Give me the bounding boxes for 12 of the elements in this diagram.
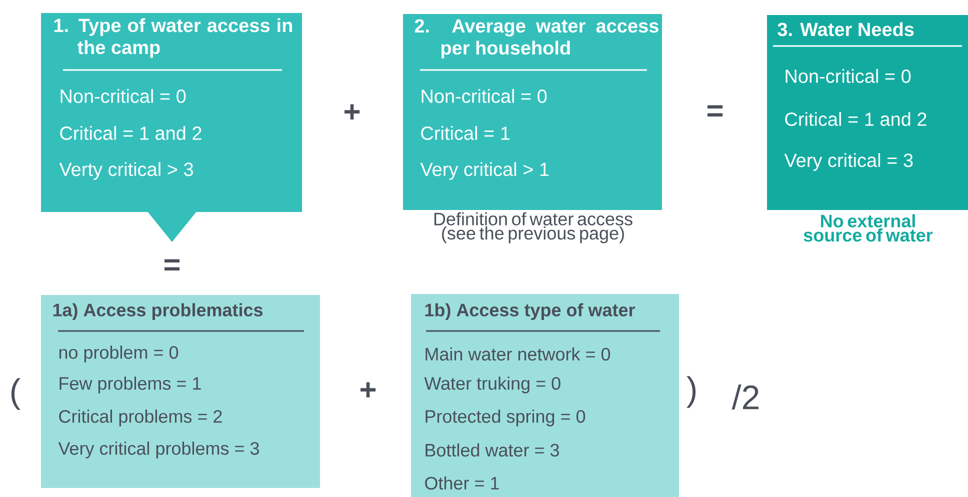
score-box: 1a) Access problematics no problem = 0 Few problems = 1 Critical problems = 2 Very critical problems = 3 <box>41 295 320 488</box>
score-box: 2. Average water access per household Non-critical = 0 Critical = 1 Very critical > 1 <box>403 14 662 210</box>
note-text: No external source of water <box>804 214 933 242</box>
plus-sign: + <box>344 104 360 120</box>
score-box: 1b) Access type of water Main water network = 0 Water truking = 0 Protected spring = 0 Bottled water = 3 Other = 1 <box>411 294 679 497</box>
equals-sign: = <box>707 105 723 117</box>
equals-sign: = <box>164 259 180 271</box>
score-box: 1. Type of water access in the camp Non-critical = 0 Critical = 1 and 2 Verty critical > 3 <box>41 13 302 242</box>
score-box: 3. Water Needs Non-critical = 0 Critical = 1 and 2 Very critical = 3 <box>767 15 968 210</box>
plus-sign: + <box>360 382 376 398</box>
note-text: Definition of water access (see the previous page) <box>434 212 632 244</box>
divisor-text: /2 <box>732 384 758 410</box>
